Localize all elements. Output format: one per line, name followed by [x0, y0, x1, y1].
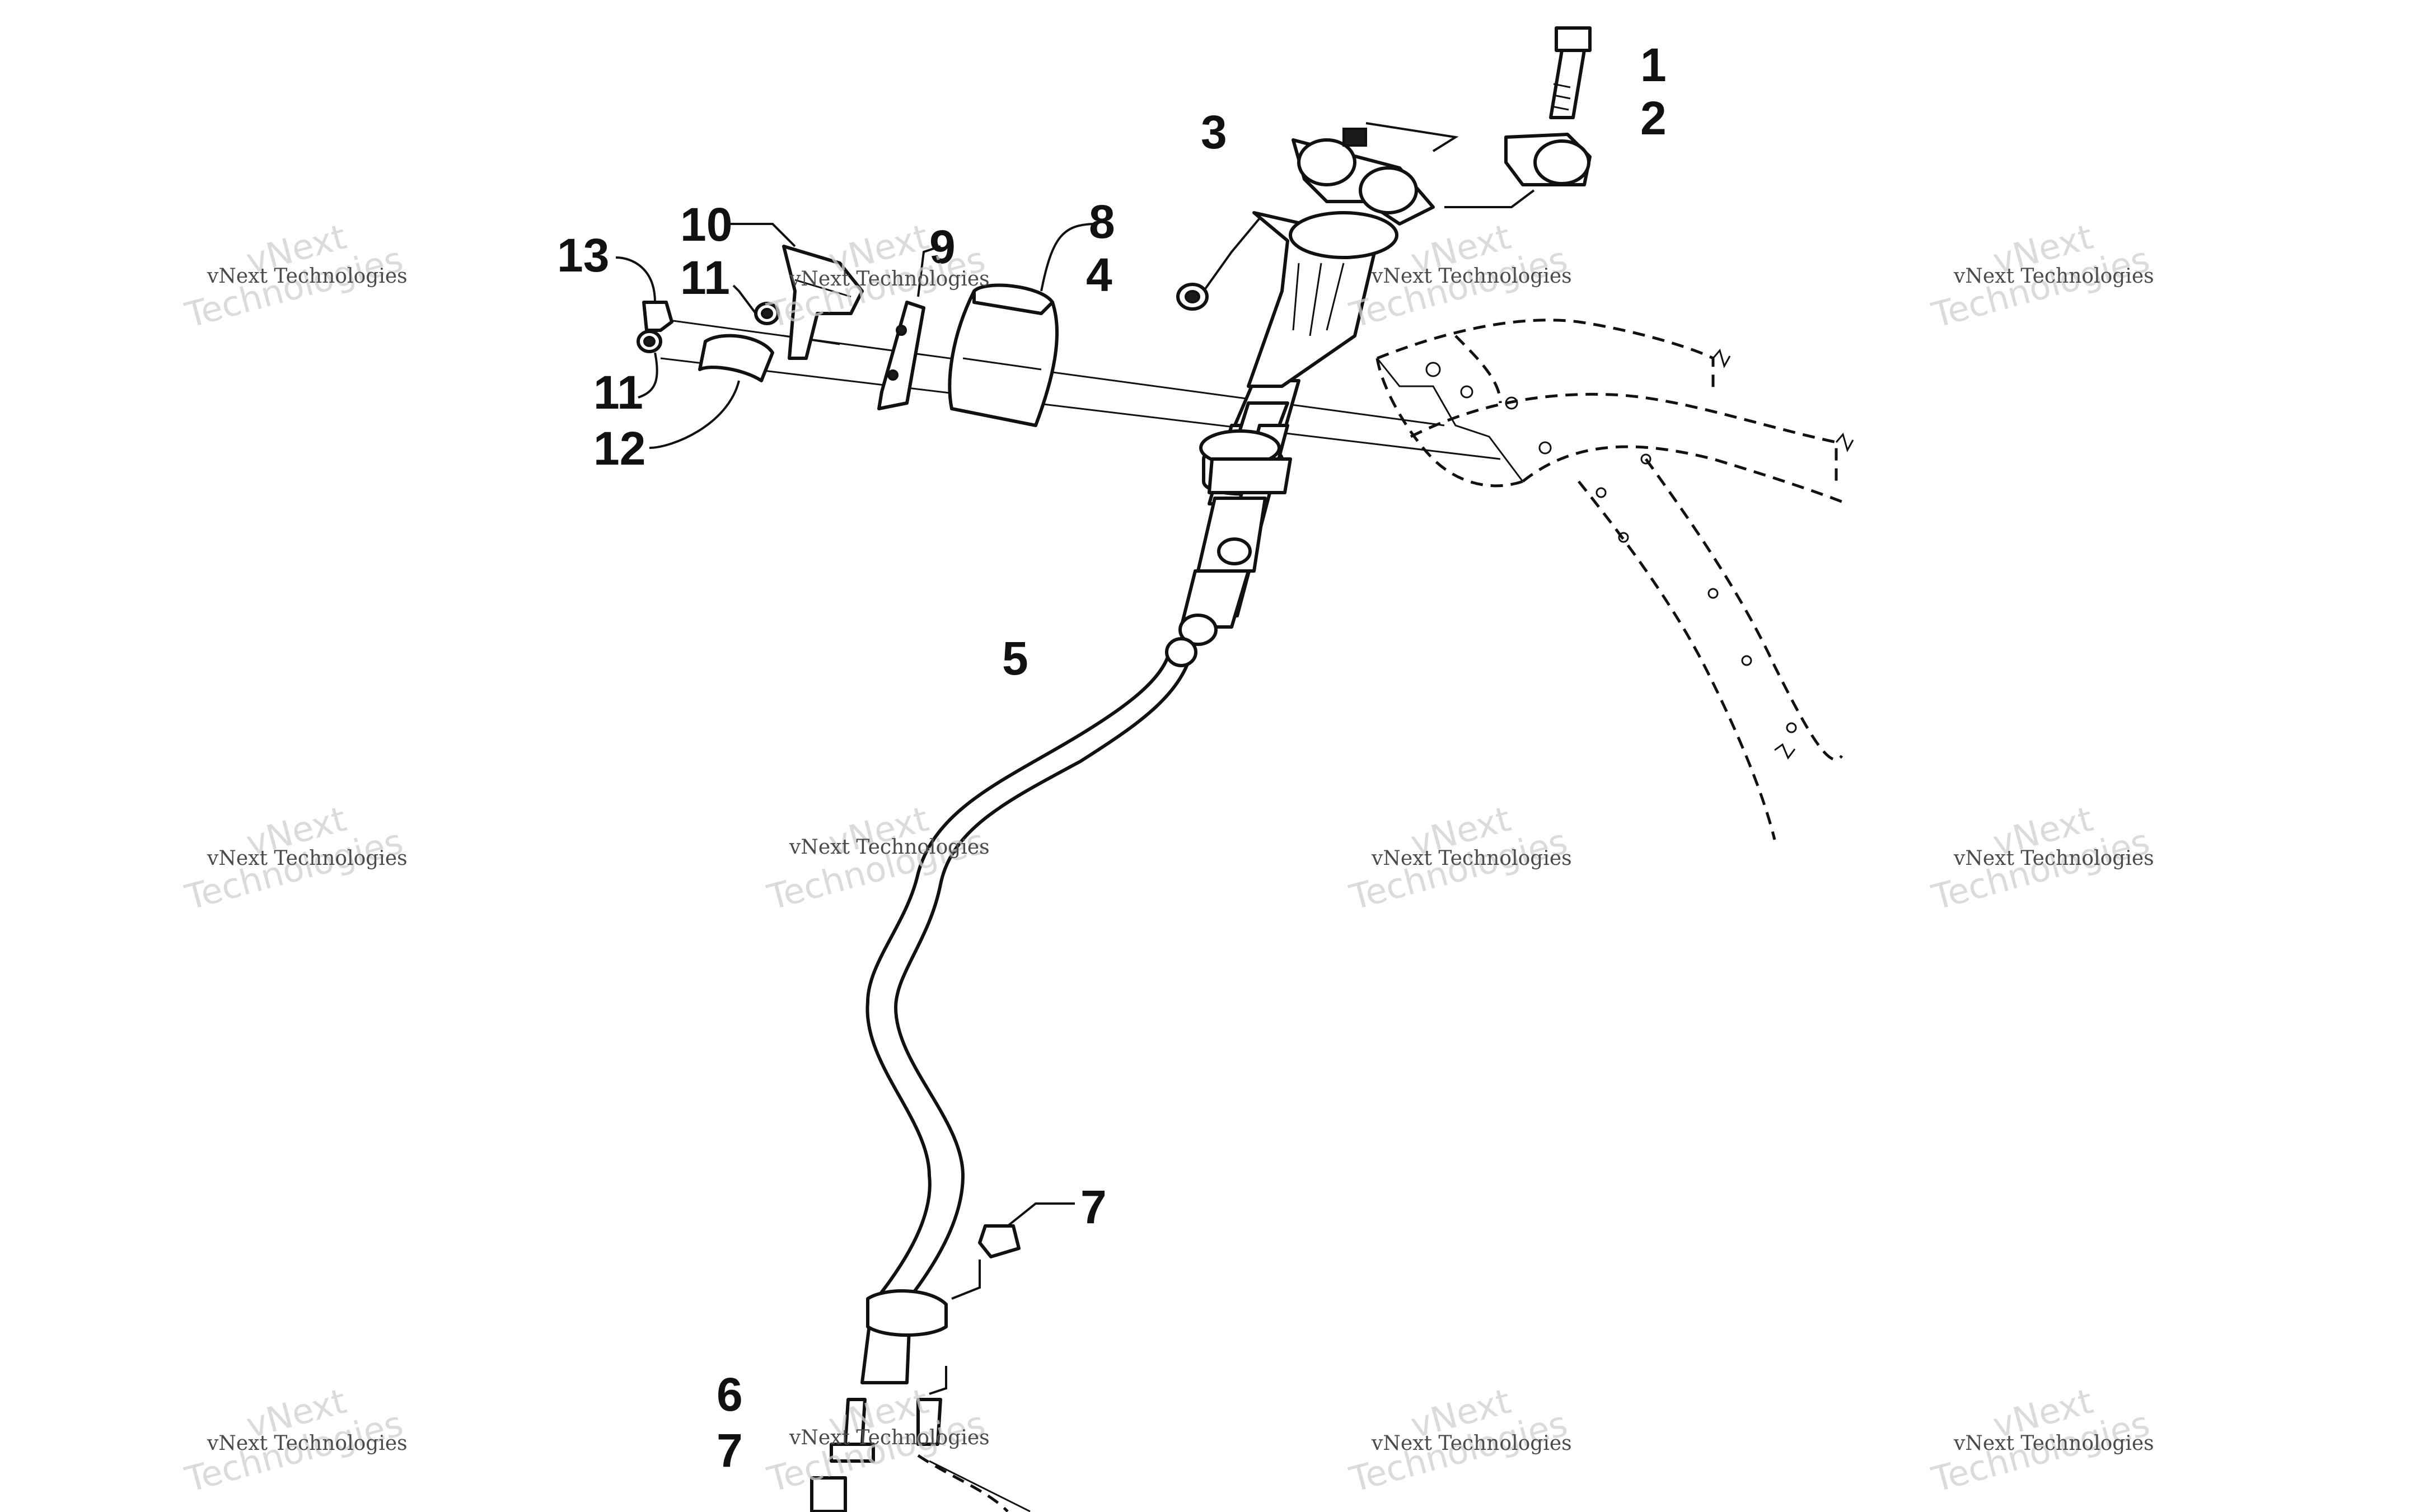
- watermark-text-r3c2: vNext Technologies: [789, 1426, 990, 1449]
- watermarks: vNext Technologies vNext Technologies vN…: [180, 216, 2154, 1500]
- callout-3: 3: [1201, 106, 1227, 158]
- clamp-bolt: [1549, 26, 1592, 119]
- watermark-text-r2c1: vNext Technologies: [207, 847, 408, 870]
- callout-4: 4: [1086, 249, 1112, 301]
- lower-steering-shaft: [1178, 401, 1292, 646]
- watermark-text-r3c4: vNext Technologies: [1953, 1432, 2154, 1455]
- handlebar-upper-clamp: [1444, 133, 1592, 208]
- lower-mount-hardware: [810, 1366, 1031, 1512]
- handlebar-lower-clamp: [1292, 122, 1459, 226]
- nut-11a: [732, 284, 780, 325]
- callout-11-lower: 11: [593, 366, 643, 419]
- callout-8: 8: [1089, 195, 1115, 248]
- alignment-lines: [660, 318, 1501, 460]
- strap-clamp: [649, 334, 774, 449]
- screw-13: [615, 256, 673, 332]
- watermark-text-r1c4: vNext Technologies: [1953, 265, 2154, 288]
- watermark-text-r3c3: vNext Technologies: [1371, 1432, 1572, 1455]
- callout-7-upper: 7: [1080, 1181, 1107, 1233]
- flange-nut: [1176, 217, 1261, 311]
- steering-tube: [860, 637, 1197, 1384]
- vehicle-frame-outline: [1375, 319, 1854, 840]
- callout-9: 9: [929, 221, 956, 273]
- mounting-plate: [877, 245, 941, 410]
- callout-10: 10: [680, 198, 732, 251]
- callout-13: 13: [557, 229, 609, 282]
- callout-12: 12: [593, 422, 645, 475]
- watermark-text-r1c3: vNext Technologies: [1371, 265, 1572, 288]
- watermark-text-r1c1: vNext Technologies: [207, 265, 408, 288]
- column-bracket: [728, 223, 864, 360]
- callout-7-lower: 7: [717, 1424, 743, 1477]
- callout-5: 5: [1002, 632, 1028, 685]
- nut-11b: [637, 330, 662, 399]
- watermark-text-r2c2: vNext Technologies: [789, 836, 990, 859]
- watermark-text-r2c4: vNext Technologies: [1953, 847, 2154, 870]
- callout-2: 2: [1640, 92, 1667, 144]
- callout-6: 6: [717, 1368, 743, 1421]
- callout-1: 1: [1640, 39, 1667, 91]
- column-cover: [948, 223, 1098, 427]
- watermark-text-r2c3: vNext Technologies: [1371, 847, 1572, 870]
- watermark-text-r3c1: vNext Technologies: [207, 1432, 408, 1455]
- lock-nut-upper: [951, 1202, 1075, 1300]
- watermark-text-r1c2: vNext Technologies: [789, 268, 990, 291]
- callout-labels: 1 2 3 4 5 6 7 7 8 9 10 11 11 12 13: [557, 39, 1667, 1477]
- callout-11-upper: 11: [680, 251, 730, 304]
